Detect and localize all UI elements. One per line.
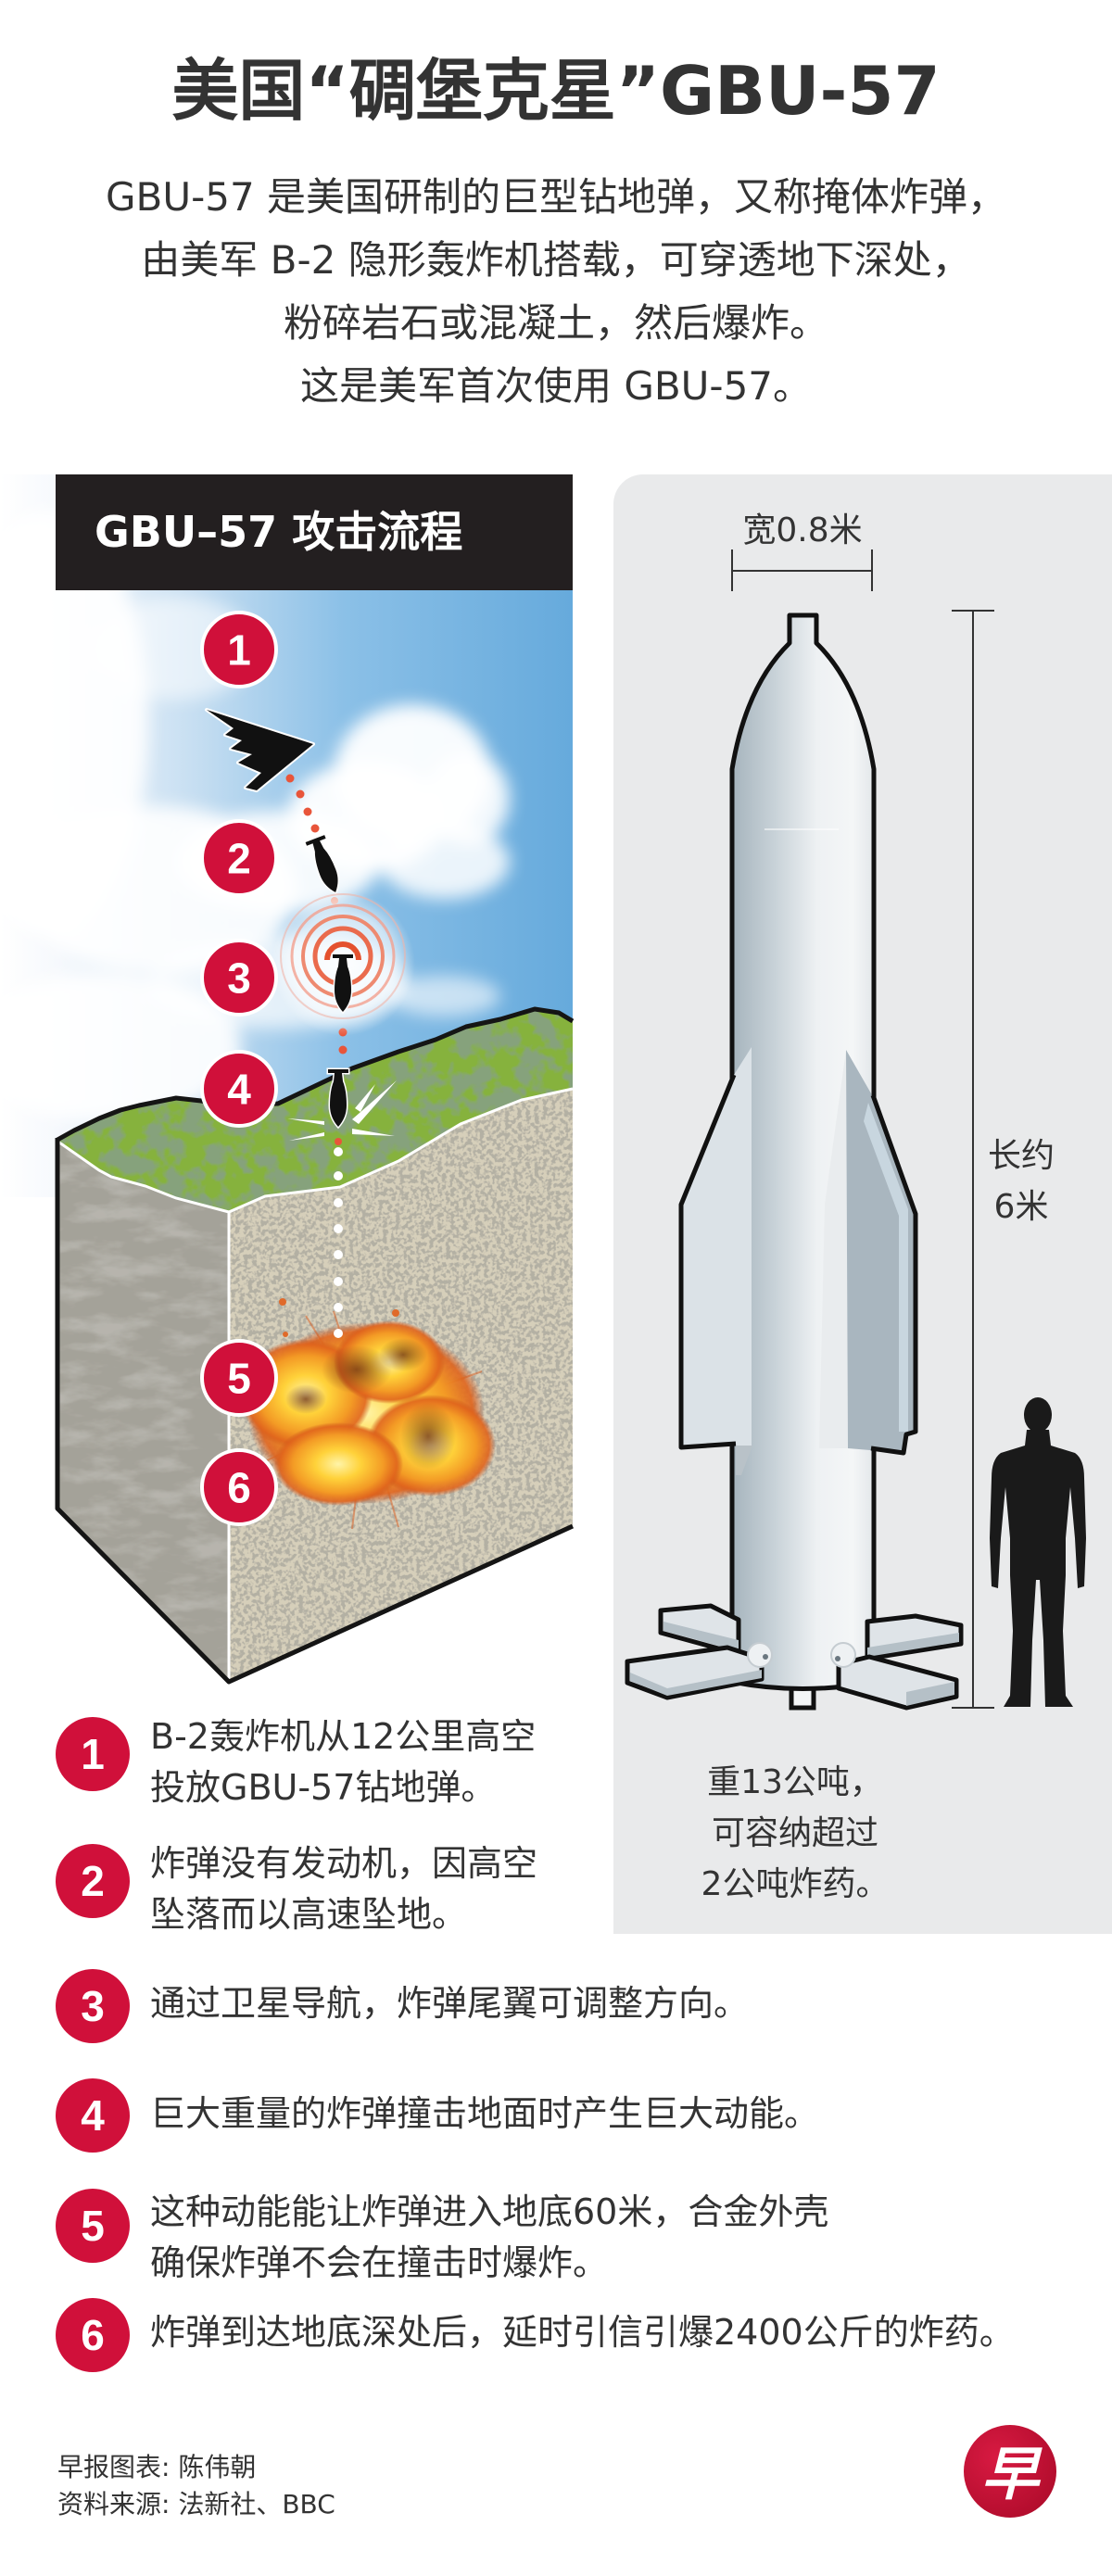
step-badge-5: 5 (56, 2189, 130, 2263)
step-text-line: 投放GBU-57钻地弹。 (150, 1767, 497, 1808)
step-text-line: 坠落而以高速坠地。 (150, 1894, 468, 1935)
impact-icon (287, 1080, 397, 1141)
step-text-3: 通过卫星导航，炸弹尾翼可调整方向。 (150, 1978, 749, 2029)
svg-text:4: 4 (227, 1066, 251, 1114)
intro-line: 由美军 B-2 隐形轰炸机搭载，可穿透地下深处， (141, 237, 971, 283)
step-marker-6: 6 (200, 1448, 278, 1526)
step-marker-1: 1 (200, 611, 278, 688)
step-badge-3: 3 (56, 1969, 130, 2043)
step-text-line: 炸弹到达地底深处后，延时引信引爆2400公斤的炸药。 (150, 2312, 1015, 2353)
graphic-credit: 早报图表: 陈伟朝 (57, 2452, 257, 2482)
step-marker-3: 3 (200, 939, 278, 1017)
terrain-ridge-outline (56, 1006, 575, 1143)
width-label: 宽0.8米 (742, 511, 863, 549)
step-marker-2: 2 (200, 819, 278, 897)
attack-flow-header: GBU–57 攻击流程 (56, 474, 573, 590)
logo-character: 早 (981, 2440, 1042, 2507)
svg-text:1: 1 (227, 626, 251, 675)
step-text-2: 炸弹没有发动机，因高空 坠落而以高速坠地。 (150, 1838, 537, 1940)
step-text-6: 炸弹到达地底深处后，延时引信引爆2400公斤的炸药。 (150, 2307, 1015, 2358)
person-silhouette-icon (990, 1397, 1086, 1707)
step-text-5: 这种动能能让炸弹进入地底60米，合金外壳 确保炸弹不会在撞击时爆炸。 (150, 2187, 828, 2289)
b2-bomber-icon (205, 708, 315, 792)
step-marker-5: 5 (200, 1339, 278, 1417)
intro-paragraph: GBU-57 是美国研制的巨型钻地弹，又称掩体炸弹， 由美军 B-2 隐形轰炸机… (0, 166, 1112, 418)
svg-text:5: 5 (227, 1355, 251, 1403)
page-title: 美国“碉堡克星”GBU-57 (171, 52, 941, 130)
step-text-line: B-2轰炸机从12公里高空 (150, 1716, 537, 1757)
step-badge-1: 1 (56, 1717, 130, 1791)
data-source: 资料来源: 法新社、BBC (57, 2489, 335, 2519)
step-text-1: B-2轰炸机从12公里高空 投放GBU-57钻地弹。 (150, 1711, 536, 1813)
gbu57-bomb-illustration (625, 612, 964, 1711)
svg-text:2: 2 (227, 835, 251, 883)
step-text-4: 巨大重量的炸弹撞击地面时产生巨大动能。 (150, 2089, 819, 2140)
weight-description: 重13公吨， 可容纳超过 2公吨炸药。 (649, 1757, 941, 1910)
step-badge-4: 4 (56, 2078, 130, 2153)
attack-flow-illustration: 1 2 3 4 5 6 (0, 474, 575, 1685)
width-dimension-line (731, 549, 873, 591)
step-text-line: 通过卫星导航，炸弹尾翼可调整方向。 (150, 1983, 750, 2024)
step-badge-2: 2 (56, 1844, 130, 1918)
terrain-grass-surface (57, 1009, 573, 1212)
weight-line: 可容纳超过 (711, 1814, 878, 1852)
weight-line: 2公吨炸药。 (701, 1865, 890, 1903)
step-text-line: 这种动能能让炸弹进入地底60米，合金外壳 (150, 2191, 829, 2232)
intro-line: GBU-57 是美国研制的巨型钻地弹，又称掩体炸弹， (105, 174, 1007, 220)
step-marker-4: 4 (200, 1050, 278, 1128)
step-text-line: 确保炸弹不会在撞击时爆炸。 (150, 2242, 609, 2283)
zaobao-logo-icon: 早 (964, 2425, 1056, 2518)
length-dimension-line (952, 610, 994, 1709)
terrain-rock-face-left (57, 1142, 229, 1682)
step-badge-6: 6 (56, 2298, 130, 2372)
bomb-diagram (625, 549, 1086, 1711)
step-text-line: 炸弹没有发动机，因高空 (150, 1843, 538, 1884)
intro-line: 这是美军首次使用 GBU-57。 (299, 363, 813, 409)
intro-line: 粉碎岩石或混凝土，然后爆炸。 (283, 300, 828, 346)
length-label-line-1: 长约 (987, 1137, 1055, 1175)
weight-line: 重13公吨， (707, 1763, 883, 1801)
svg-text:6: 6 (227, 1464, 251, 1512)
step-text-line: 巨大重量的炸弹撞击地面时产生巨大动能。 (150, 2093, 820, 2134)
terrain-base-outline (55, 1138, 575, 1685)
svg-text:3: 3 (227, 954, 251, 1003)
length-label-line-2: 6米 (993, 1188, 1049, 1226)
